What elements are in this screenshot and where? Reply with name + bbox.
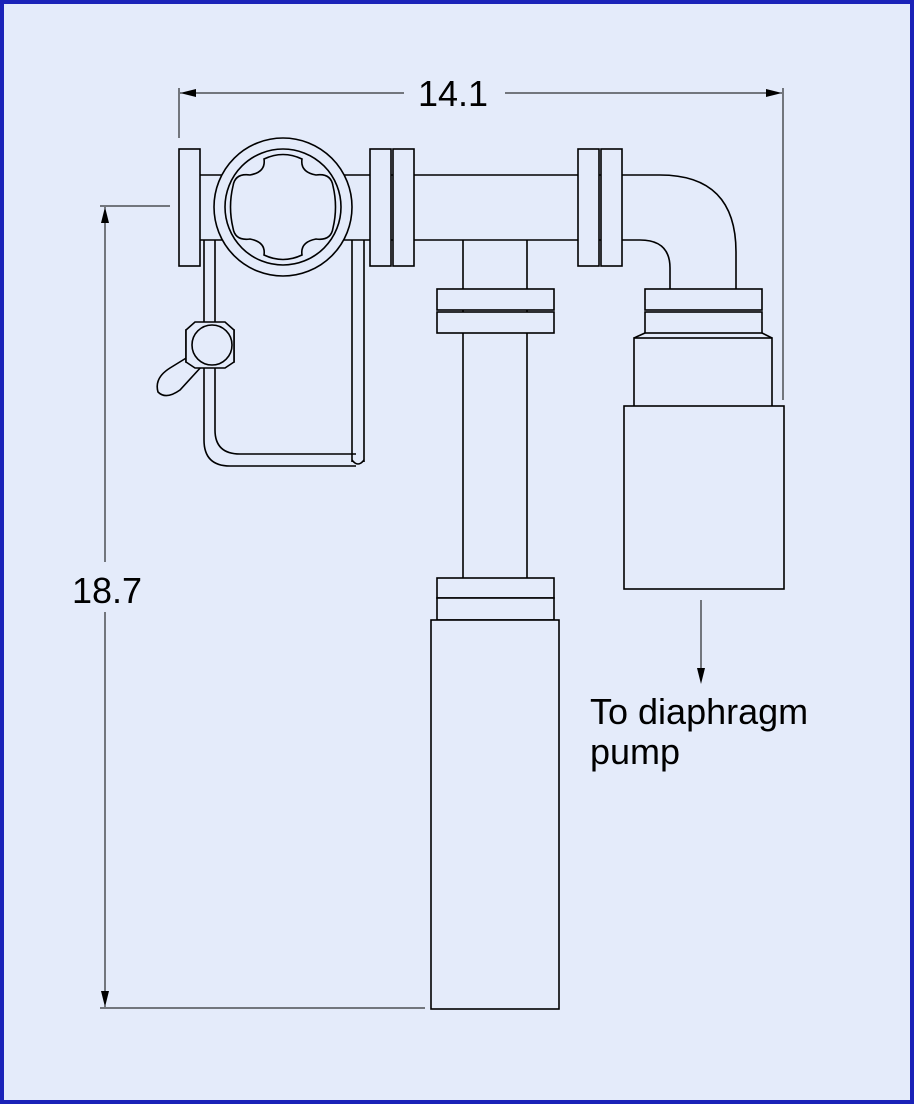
flange-pair-2 (577, 148, 623, 267)
valve-handle-icon (156, 321, 235, 397)
sight-glass-fitting (213, 137, 353, 277)
width-dimension-label: 14.1 (418, 73, 489, 114)
left-end-flange (178, 148, 201, 267)
flange-pair-1 (369, 148, 415, 267)
pump-annotation-line2: pump (590, 731, 681, 772)
height-dimension-label: 18.7 (72, 570, 143, 611)
height-dimension-line (100, 205, 425, 1009)
collection-vessel (430, 619, 560, 1010)
elbow-pipe (622, 174, 737, 289)
pipe-assembly-drawing (100, 88, 785, 1010)
width-dimension-line (178, 88, 784, 400)
filter-canister (623, 288, 785, 590)
center-upper-flange (436, 288, 555, 334)
pump-annotation-line1: To diaphragm (590, 691, 809, 732)
bypass-loop (203, 240, 365, 467)
center-lower-flange (436, 577, 555, 621)
outlet-arrow-icon (697, 600, 705, 684)
pump-annotation: To diaphragm pump (590, 692, 808, 772)
